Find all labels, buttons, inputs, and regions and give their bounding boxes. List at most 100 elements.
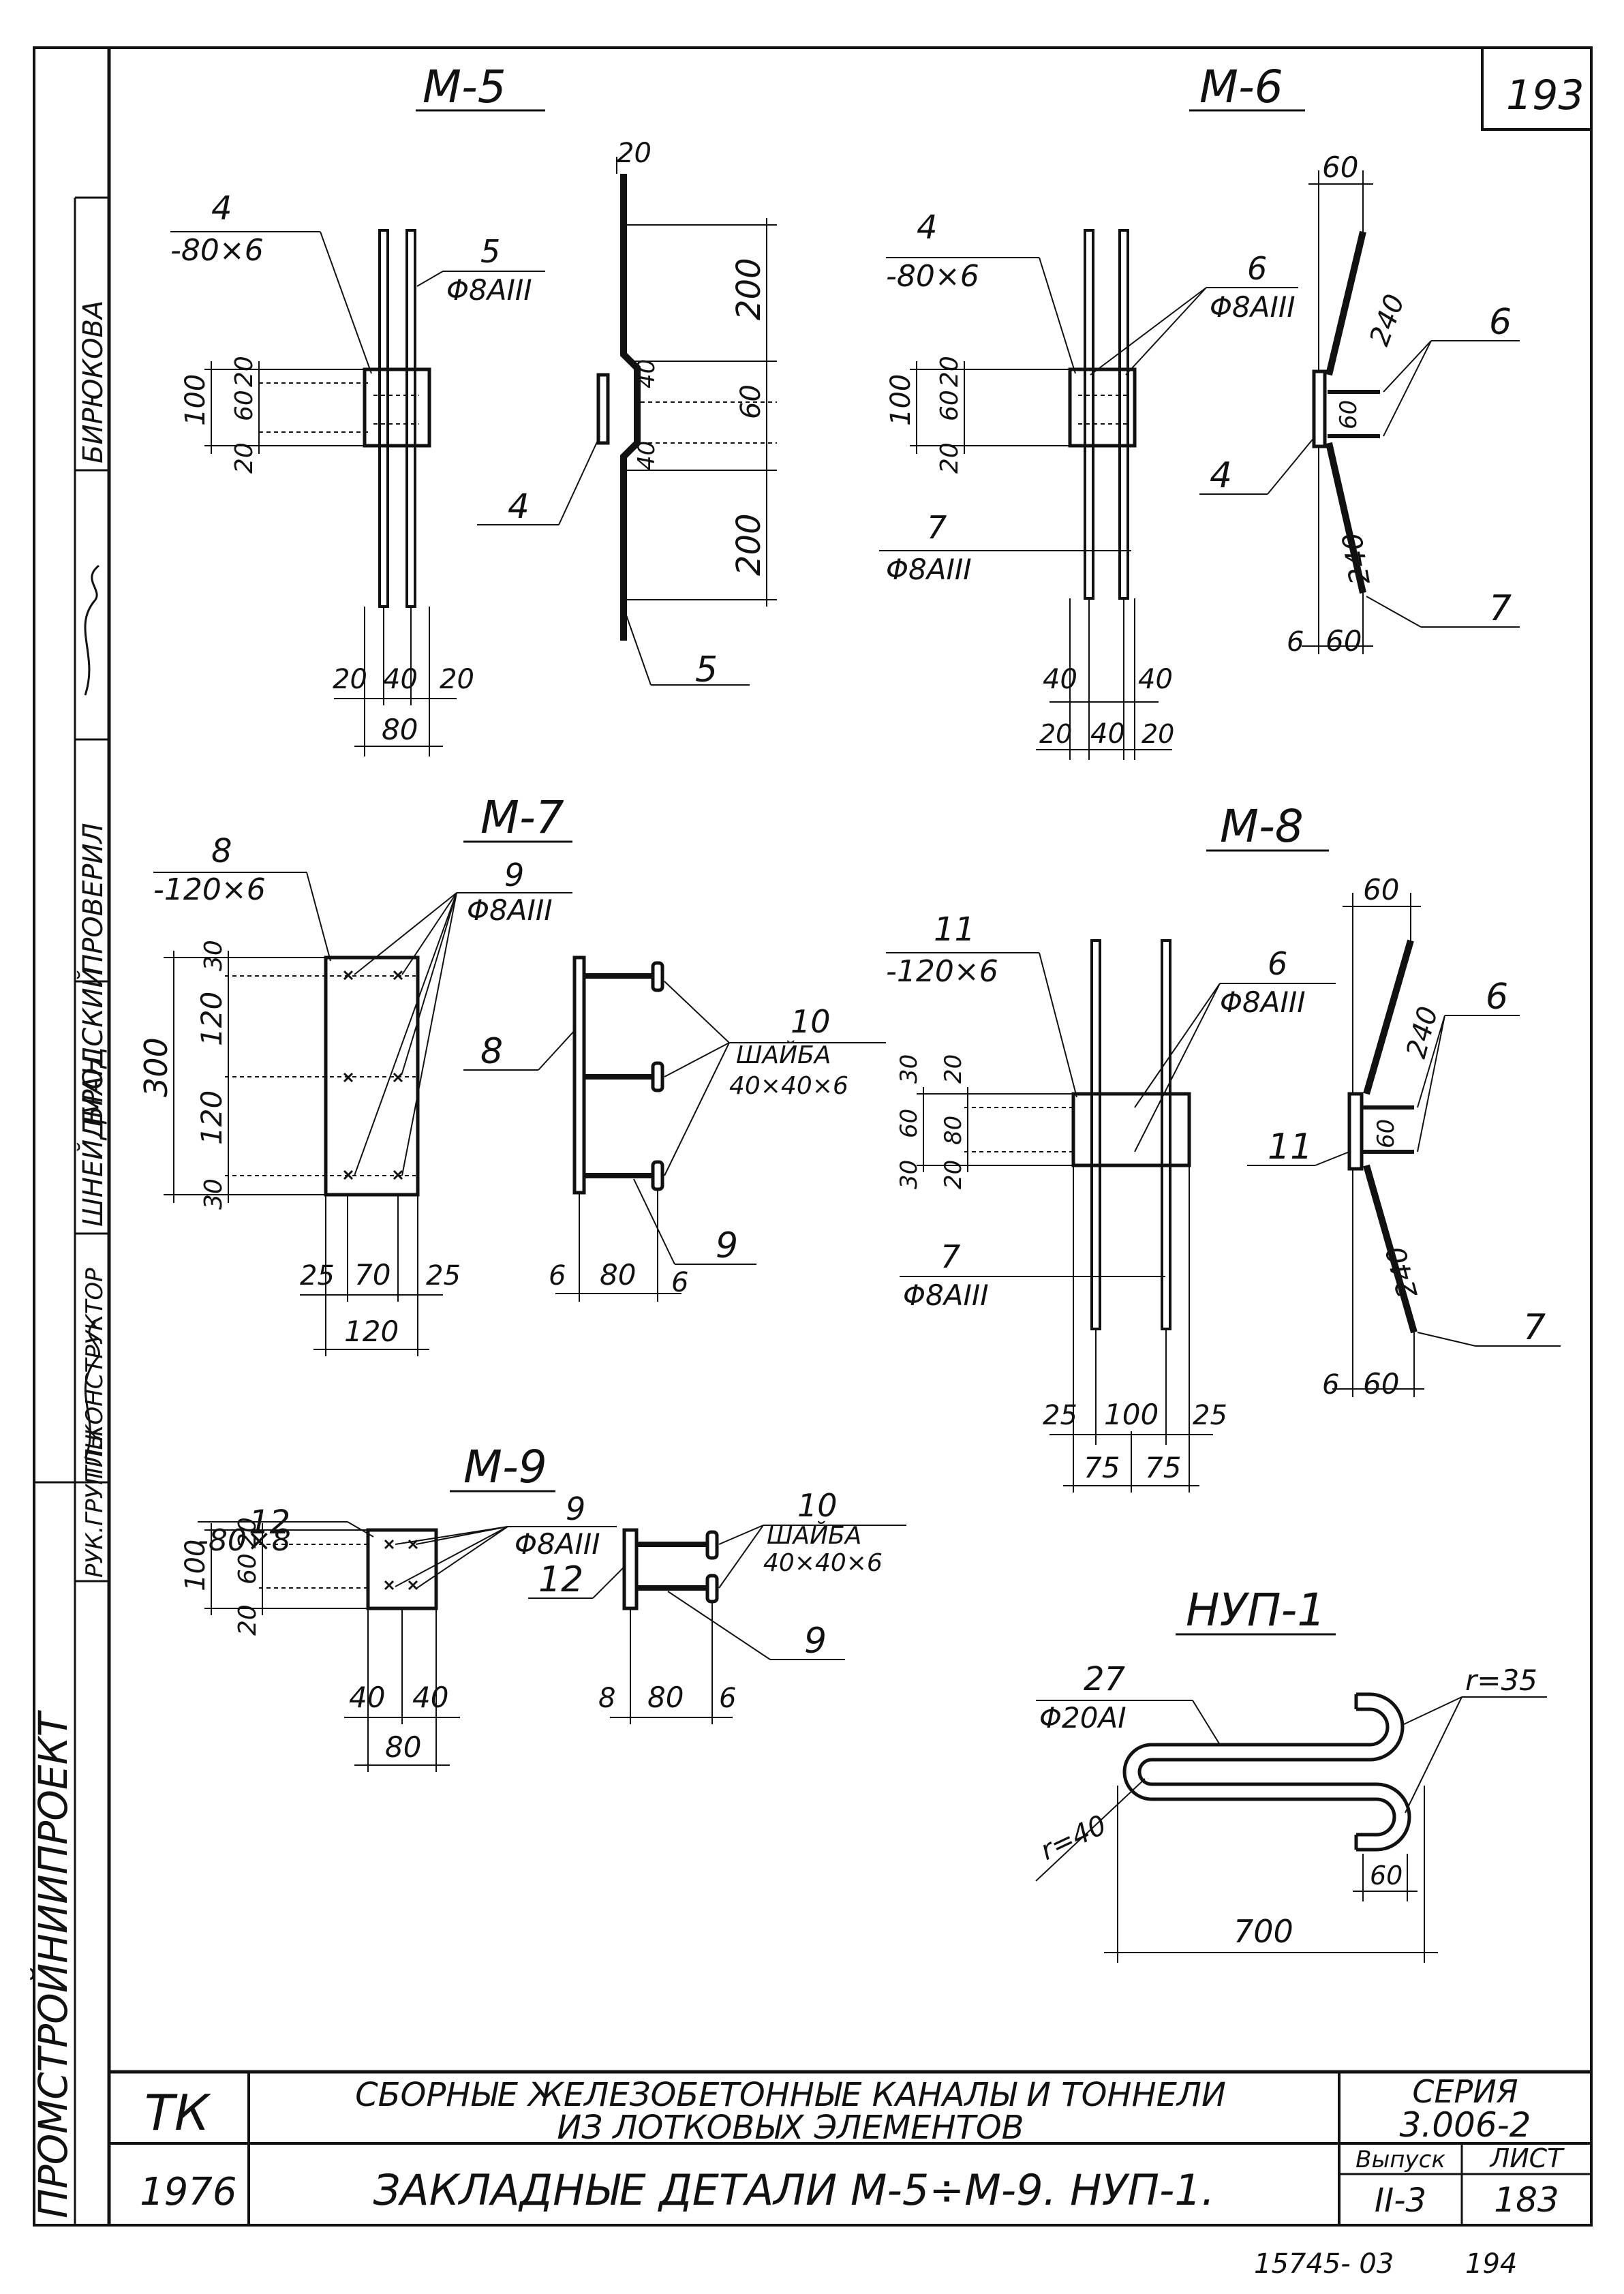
u-bar-outer	[1122, 1743, 1396, 1837]
dim-label: 300	[138, 1037, 174, 1097]
leader	[1417, 1015, 1445, 1108]
dim-label: 60	[1370, 1861, 1403, 1891]
plate-section	[572, 955, 586, 1195]
m8-side-view: 60 240 60 240 6 60 6 11 7	[1247, 873, 1561, 1401]
dim-label: 6	[1322, 1369, 1339, 1401]
dim-label: 40	[349, 1681, 385, 1714]
anchor-bar	[1161, 939, 1171, 1330]
sheet-number: 193	[1506, 72, 1584, 119]
dim-label: 40	[1043, 664, 1077, 695]
dim-label: 60	[895, 1109, 923, 1138]
detail-nup1: НУП-1 700 60 27 Φ20АI r=35 r=40	[1035, 1584, 1547, 1963]
sheet-frame: 193	[33, 46, 1593, 2227]
dim-label: 200	[730, 258, 768, 320]
leader	[625, 613, 652, 686]
dim-label: 40	[633, 441, 660, 470]
leader	[347, 1521, 374, 1538]
dim-label: 20	[234, 1604, 262, 1636]
callout-spec: -120×6	[153, 872, 266, 907]
leader	[1192, 1700, 1221, 1745]
bent-bar-down	[1326, 442, 1366, 594]
dim-label: 60	[1363, 1367, 1399, 1401]
stamp-name: БИРЮКОВА	[78, 301, 109, 463]
dim-label: 120	[195, 1090, 228, 1145]
leader	[664, 981, 730, 1043]
dim-label: 20	[617, 138, 652, 169]
plate	[1068, 367, 1137, 448]
plate	[1071, 1092, 1191, 1167]
detail-m5: М-5 100 20 60 20 20 40	[170, 61, 777, 756]
callout-mark: 4	[917, 209, 938, 247]
dim-label: 40	[412, 1681, 448, 1714]
plate-section	[1312, 369, 1327, 448]
leader	[718, 1525, 764, 1545]
detail-title: М-9	[463, 1441, 547, 1493]
dim-label: 60	[735, 384, 767, 419]
dim-label: 20	[333, 664, 367, 695]
callout-mark: 5	[480, 233, 500, 270]
leader	[1383, 340, 1432, 393]
stamp-org: ПРОМСТРОЙНИИПРОЕКТ	[29, 1709, 76, 2218]
dim-label: 25	[300, 1260, 335, 1291]
dim-label: 8	[598, 1683, 615, 1714]
callout-mark: 12	[538, 1559, 583, 1600]
callout-mark: 7	[1523, 1307, 1546, 1348]
callout-mark: 6	[1268, 945, 1287, 982]
dim-label: 20	[940, 1054, 967, 1084]
leader	[415, 1526, 508, 1545]
dim-label: 60	[1322, 151, 1358, 184]
u-bar-inner	[1137, 1758, 1411, 1852]
anchor-bar	[378, 229, 389, 608]
signature	[84, 1321, 100, 1459]
callout-mark: 10	[791, 1003, 831, 1040]
detail-m8: М-8 30 20 60 80 30 20 25 100	[886, 800, 1561, 1493]
dim-label: 30	[200, 940, 228, 971]
stamp-role: РУК.ГРУППЫ	[81, 1430, 108, 1578]
dim-label: 80	[385, 1730, 421, 1764]
dim-label: 70	[354, 1258, 390, 1291]
detail-m6: М-6 100 20 60 20 40 40 20 40 20	[879, 61, 1520, 760]
leader	[401, 892, 457, 1176]
leader	[416, 271, 444, 287]
m9-side-view: 8 80 6 12 10 ШАЙБА 40×40×6 9	[528, 1487, 906, 1724]
bent-bar-up	[1326, 230, 1366, 376]
callout-spec: 40×40×6	[763, 1549, 883, 1577]
dim-label: 20	[1039, 719, 1072, 749]
dim-label: 120	[344, 1315, 399, 1348]
m9-front-view: 100 20 60 20 40 40 80 12 -80×8 9 Φ8АIII	[180, 1490, 617, 1772]
detail-title: М-5	[423, 61, 506, 113]
dim-label: 20	[1142, 719, 1174, 749]
leader	[1035, 1778, 1146, 1882]
callout-mark: 6	[1489, 302, 1512, 343]
washer	[651, 1061, 664, 1092]
dim-label: 60	[1335, 400, 1362, 429]
stamp-role: ПРОВЕРИЛ	[78, 823, 109, 975]
dim-label: 25	[426, 1260, 461, 1291]
dim-label: 75	[1084, 1451, 1120, 1484]
callout-spec: Φ20АI	[1039, 1701, 1127, 1734]
callout-mark: 9	[504, 857, 524, 893]
plate-section	[622, 1528, 639, 1610]
callout-mark: 4	[1210, 455, 1232, 496]
tb-title-2: ИЗ ЛОТКОВЫХ ЭЛЕМЕНТОВ	[557, 2109, 1024, 2147]
stamp-name: БРОДСКИЙ	[76, 968, 109, 1125]
anchor-bar	[1090, 939, 1101, 1330]
bent-bar-down	[1363, 1164, 1418, 1334]
bent-bar-up	[1363, 939, 1414, 1095]
sheet-number-box	[1481, 46, 1593, 131]
leader	[1134, 983, 1221, 1152]
callout-mark: 9	[566, 1490, 585, 1527]
washer	[705, 1530, 719, 1560]
callout-mark: 9	[716, 1225, 738, 1266]
bottom-page: 194	[1465, 2248, 1517, 2280]
callout-mark: 7	[927, 509, 947, 546]
stamp-role: ГЛ.КОНСТРУКТОР	[81, 1268, 108, 1479]
tb-issue-value: II-3	[1375, 2182, 1426, 2220]
callout-mark: 7	[1489, 588, 1512, 629]
dim-label: 20	[230, 356, 258, 387]
leader	[664, 1042, 730, 1176]
anchor-bar	[1084, 229, 1094, 600]
detail-m9: М-9 100 20 60 20 40 40 80 12 -80×8	[180, 1441, 906, 1772]
leader	[1039, 952, 1077, 1098]
washer	[651, 1160, 664, 1191]
